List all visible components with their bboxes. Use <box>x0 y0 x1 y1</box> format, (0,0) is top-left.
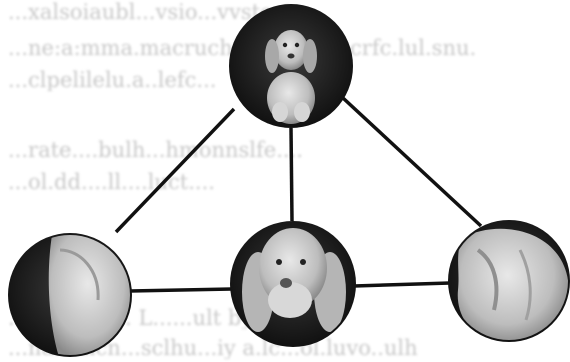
edge-top-bottom-left <box>116 109 234 232</box>
edge-bottom-center-bottom-right <box>354 283 450 286</box>
node-bottom-left <box>8 233 135 360</box>
node-bottom-right <box>448 220 570 345</box>
edge-bottom-left-bottom-center <box>130 289 232 291</box>
node-bottom-center <box>230 221 356 347</box>
edge-top-bottom-center <box>291 128 292 221</box>
edge-top-bottom-right <box>343 98 481 226</box>
plush-dog-side-icon <box>49 233 136 360</box>
node-top <box>229 4 353 128</box>
